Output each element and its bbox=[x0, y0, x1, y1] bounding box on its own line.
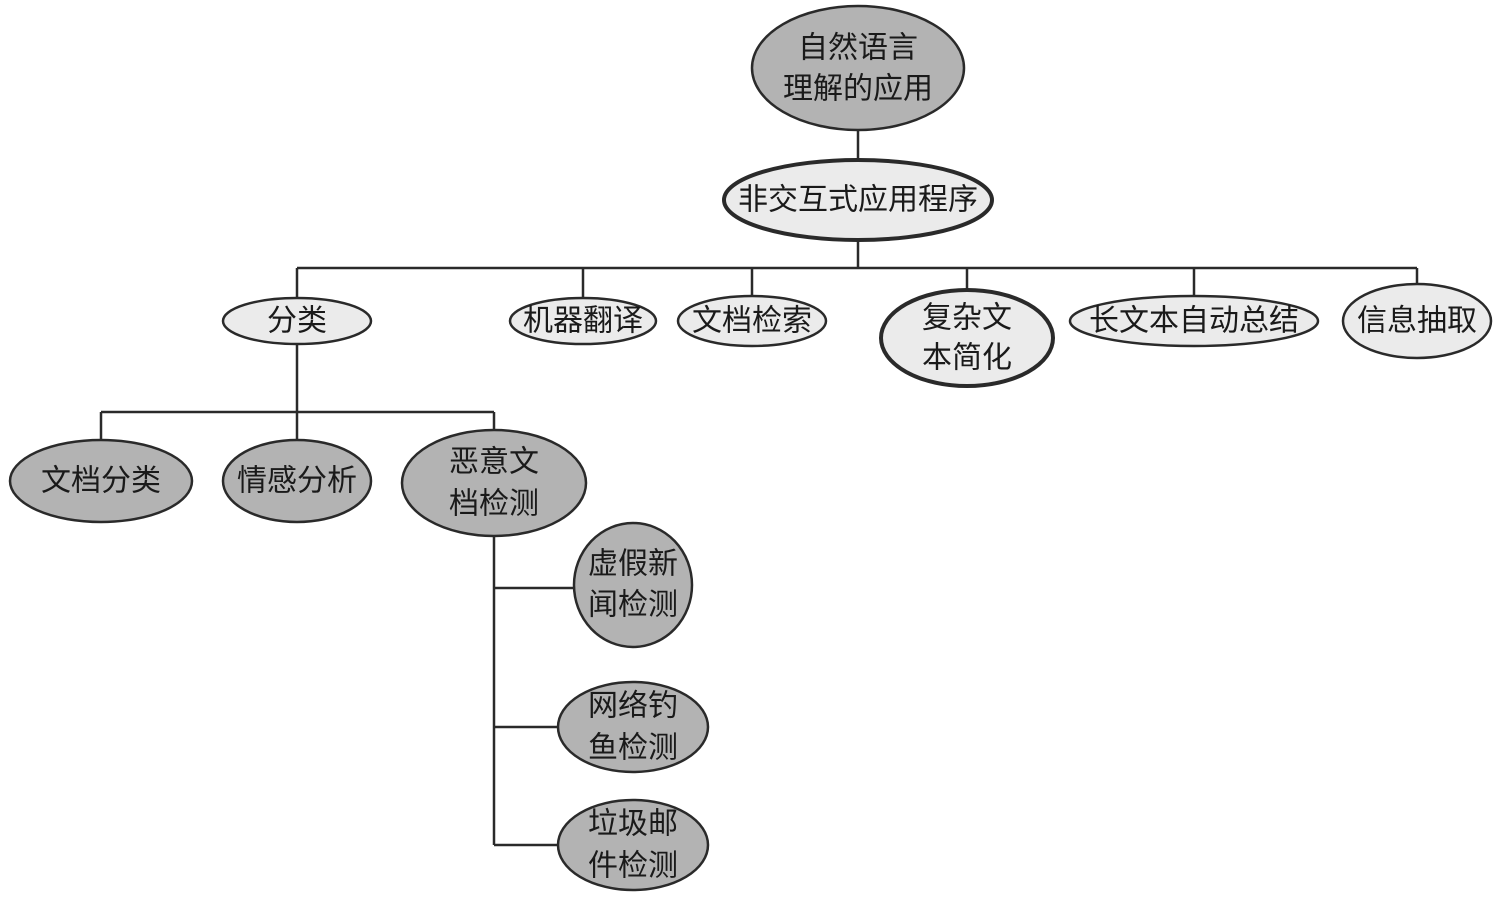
node-non-interactive-apps-shape bbox=[722, 158, 994, 242]
node-malicious-document-detection-shape bbox=[400, 428, 588, 538]
node-information-extraction-shape bbox=[1341, 282, 1493, 360]
node-root-line2: 理解的应用 bbox=[783, 72, 933, 107]
node-root-line1: 自然语言 bbox=[798, 31, 918, 66]
node-fake-news-detection-shape bbox=[572, 521, 694, 649]
node-summarization: 长文本自动总结 bbox=[1068, 294, 1320, 348]
node-spam-detection-shape bbox=[556, 798, 710, 892]
node-phishing-detection-shape bbox=[556, 680, 710, 774]
connectors bbox=[99, 130, 1419, 847]
node-classification-label: 分类 bbox=[267, 304, 327, 339]
node-classification-shape bbox=[221, 296, 373, 346]
node-document-classification: 文档分类 bbox=[8, 438, 194, 524]
node-classification: 分类 bbox=[221, 296, 373, 346]
node-phishing-detection: 网络钓 鱼检测 bbox=[556, 680, 710, 774]
node-sentiment-analysis: 情感分析 bbox=[221, 438, 373, 524]
node-document-retrieval-label: 文档检索 bbox=[692, 304, 812, 339]
node-malicious-document-detection-line2: 档检测 bbox=[449, 487, 539, 522]
node-summarization-shape bbox=[1068, 294, 1320, 348]
node-malicious-document-detection-line1: 恶意文 bbox=[449, 445, 539, 480]
node-text-simplification-line1: 复杂文 bbox=[922, 301, 1012, 336]
node-document-retrieval-shape bbox=[676, 294, 828, 348]
node-text-simplification-shape bbox=[879, 288, 1055, 388]
node-root: 自然语言 理解的应用 bbox=[750, 4, 966, 132]
node-fake-news-detection-line2: 闻检测 bbox=[588, 588, 678, 623]
node-root-shape bbox=[750, 4, 966, 132]
node-document-retrieval: 文档检索 bbox=[676, 294, 828, 348]
node-malicious-document-detection: 恶意文 档检测 bbox=[400, 428, 588, 538]
node-non-interactive-apps-label: 非交互式应用程序 bbox=[738, 183, 978, 218]
node-document-classification-shape bbox=[8, 438, 194, 524]
node-spam-detection-line1: 垃圾邮 bbox=[588, 807, 678, 842]
node-fake-news-detection: 虚假新 闻检测 bbox=[572, 521, 694, 649]
node-phishing-detection-line1: 网络钓 bbox=[588, 689, 678, 724]
node-document-classification-label: 文档分类 bbox=[41, 464, 161, 499]
node-information-extraction: 信息抽取 bbox=[1341, 282, 1493, 360]
node-fake-news-detection-line1: 虚假新 bbox=[588, 547, 678, 582]
node-non-interactive-apps: 非交互式应用程序 bbox=[722, 158, 994, 242]
node-summarization-label: 长文本自动总结 bbox=[1089, 304, 1299, 339]
node-spam-detection-line2: 件检测 bbox=[588, 849, 678, 884]
node-machine-translation-shape bbox=[508, 296, 658, 346]
node-spam-detection: 垃圾邮 件检测 bbox=[556, 798, 710, 892]
node-sentiment-analysis-label: 情感分析 bbox=[237, 464, 357, 499]
node-text-simplification: 复杂文 本简化 bbox=[879, 288, 1055, 388]
node-text-simplification-line2: 本简化 bbox=[922, 341, 1012, 376]
node-machine-translation: 机器翻译 bbox=[508, 296, 658, 346]
node-machine-translation-label: 机器翻译 bbox=[523, 304, 643, 339]
node-sentiment-analysis-shape bbox=[221, 438, 373, 524]
node-phishing-detection-line2: 鱼检测 bbox=[588, 731, 678, 766]
node-information-extraction-label: 信息抽取 bbox=[1357, 304, 1477, 339]
